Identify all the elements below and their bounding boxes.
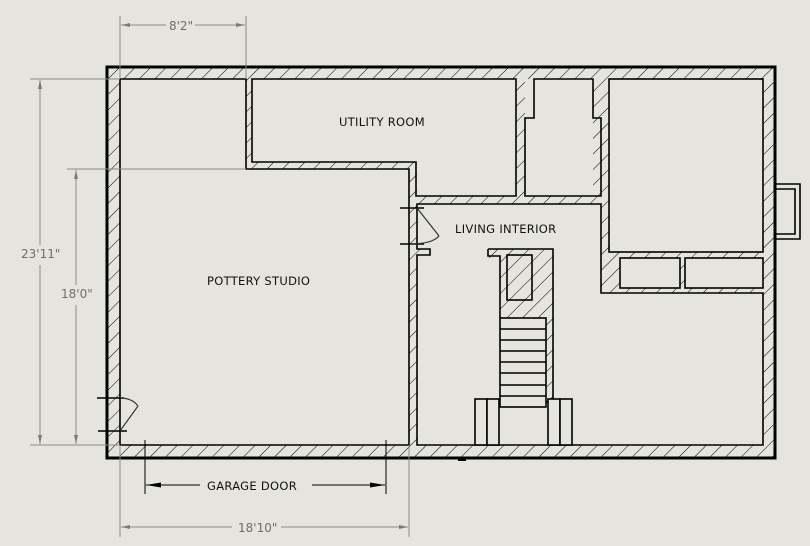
dimension-label-overall-height: 23'11" bbox=[21, 247, 60, 261]
door-living[interactable] bbox=[400, 207, 440, 245]
dimension-top-width: 8'2" bbox=[119, 16, 247, 79]
dimension-label-bottom-width: 18'10" bbox=[238, 521, 277, 535]
door-studio[interactable] bbox=[97, 397, 139, 432]
dimension-label-top-width: 8'2" bbox=[169, 19, 193, 33]
dimension-overall-height: 23'11" bbox=[21, 78, 120, 446]
dimension-garage-door: GARAGE DOOR bbox=[144, 440, 387, 494]
room-label-pottery-studio: POTTERY STUDIO bbox=[207, 274, 310, 288]
wall-outlines bbox=[105, 65, 801, 460]
staircase bbox=[458, 317, 573, 461]
dimension-label-studio-height: 18'0" bbox=[61, 287, 93, 301]
room-label-utility: UTILITY ROOM bbox=[339, 115, 425, 129]
room-label-living-interior: LIVING INTERIOR bbox=[455, 222, 556, 236]
garage-door-label: GARAGE DOOR bbox=[207, 479, 297, 493]
dimension-studio-height: 18'0" bbox=[61, 168, 246, 444]
dimension-bottom-width: 18'10" bbox=[119, 445, 410, 537]
